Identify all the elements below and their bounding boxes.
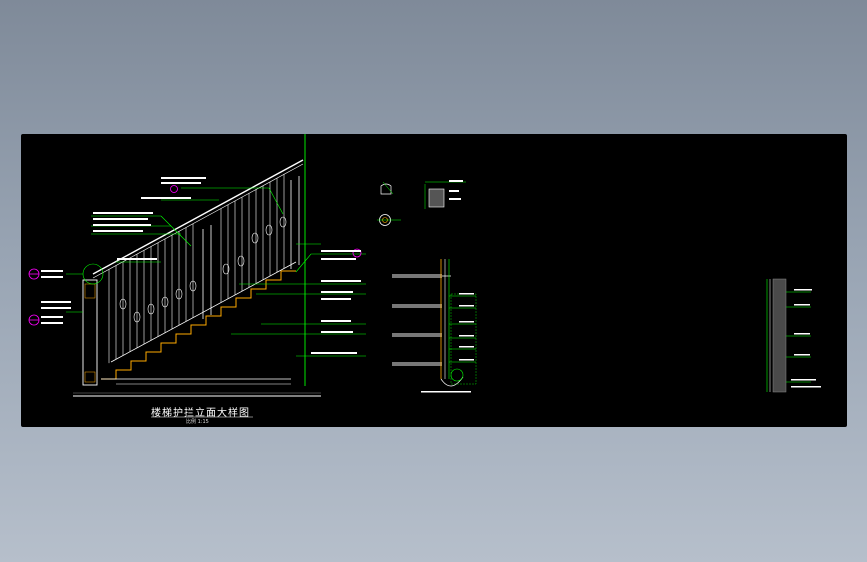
stair-section-detail [392,259,477,393]
cad-drawing-canvas[interactable]: 楼梯护拦立面大样图 比例 1:15 [21,134,847,427]
stair-railing-elevation [28,134,366,418]
baluster-group [108,174,285,364]
wall-section-detail [766,278,821,393]
cad-drawing-svg [28,134,821,418]
bottom-rail [110,261,297,363]
newel-post [82,279,98,386]
stair-steps [101,270,296,380]
handrail-section-details [377,180,466,226]
right-leaders [231,243,366,357]
annotation-labels [41,177,361,354]
top-leaders [66,187,284,313]
drawing-scale: 比例 1:15 [186,419,209,425]
drawing-title: 楼梯护拦立面大样图 [151,408,250,419]
handrail-top [92,159,304,275]
callout-markers [28,185,362,326]
